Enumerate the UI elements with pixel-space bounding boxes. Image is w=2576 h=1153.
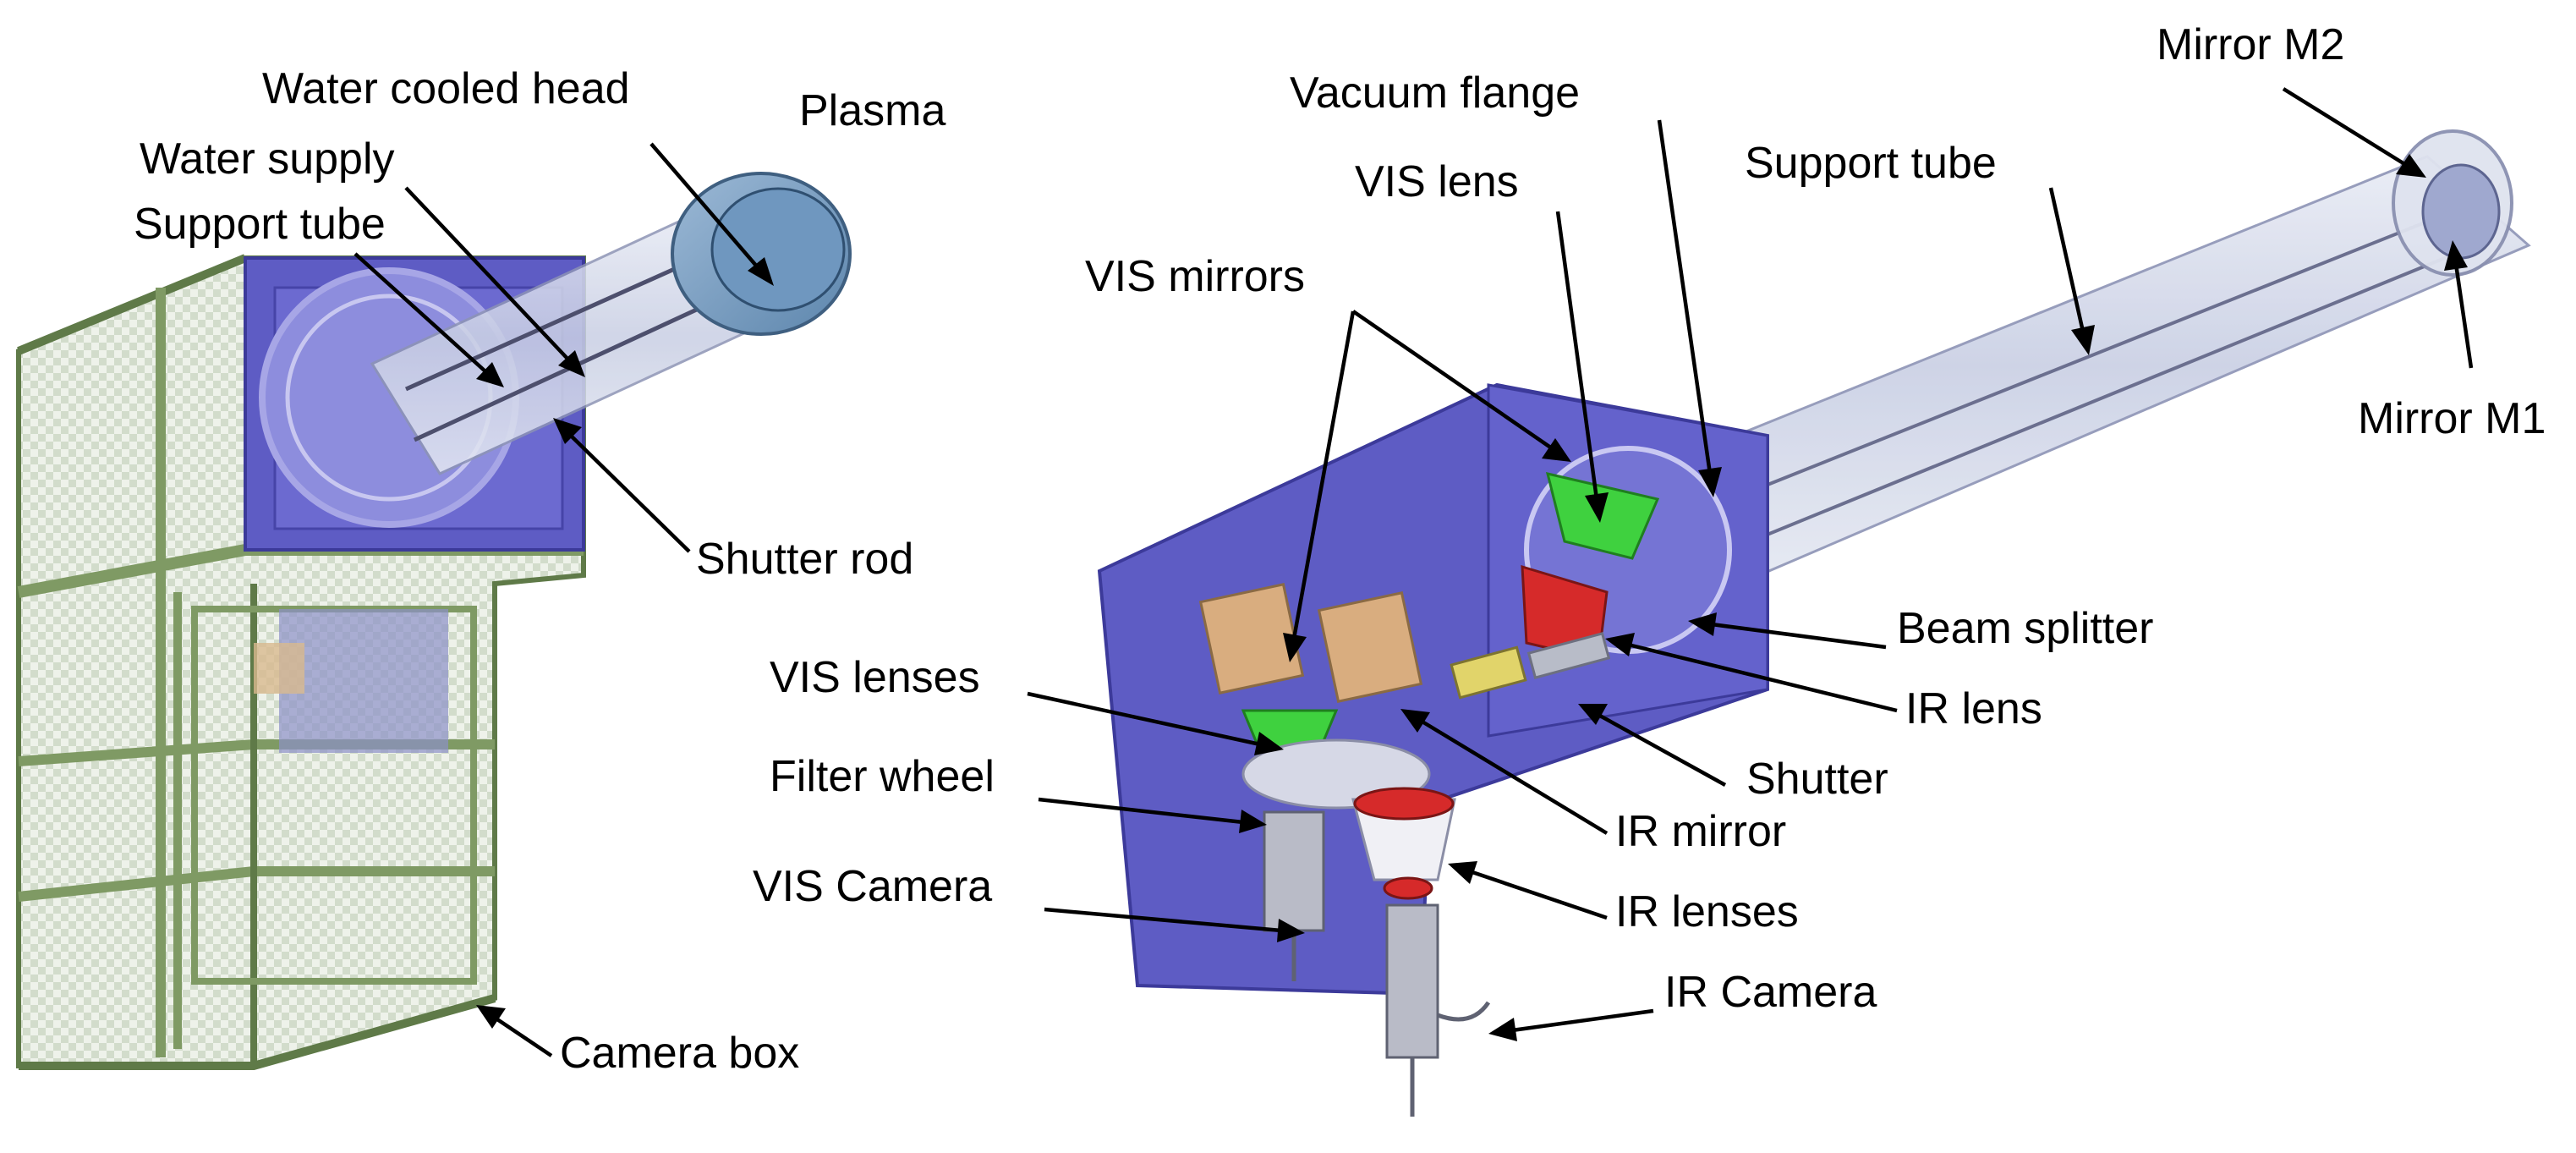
label-ir-lens: IR lens <box>1905 684 2042 733</box>
arrow-support-tube-right <box>2048 187 2095 355</box>
label-camera-box: Camera box <box>560 1029 799 1078</box>
ir-lenses-part <box>1353 787 1455 821</box>
label-shutter: Shutter <box>1746 755 1888 804</box>
arrow-support-tube-left <box>354 252 504 387</box>
arrow-vis-mirrors-2 <box>1283 310 1356 662</box>
label-mirror-m2: Mirror M2 <box>2157 20 2344 69</box>
label-vis-lens: VIS lens <box>1355 157 1519 206</box>
shutter-part <box>1450 645 1527 700</box>
label-vacuum-flange: Vacuum flange <box>1290 69 1580 118</box>
label-ir-lenses: IR lenses <box>1615 887 1799 936</box>
vis-lens-green <box>1545 471 1660 560</box>
arrow-mirror-m1 <box>2444 240 2474 369</box>
arrow-vis-lenses <box>1027 691 1284 755</box>
label-vis-lenses: VIS lenses <box>770 653 980 702</box>
right-assembly <box>1097 129 2531 1117</box>
arrow-mirror-m2 <box>2282 87 2426 178</box>
label-plasma: Plasma <box>799 86 945 135</box>
label-ir-mirror: IR mirror <box>1615 807 1786 856</box>
label-vis-mirrors: VIS mirrors <box>1085 252 1305 301</box>
arrow-water-supply <box>404 186 585 377</box>
arrow-ir-lenses <box>1448 861 1608 920</box>
arrow-filter-wheel <box>1038 797 1267 833</box>
labels-layer: Water cooled head Plasma Water supply Su… <box>134 20 2546 1078</box>
arrow-camera-box <box>476 1005 553 1057</box>
arrow-water-cooled-head <box>649 142 774 286</box>
label-support-tube-right: Support tube <box>1745 139 1997 188</box>
arrow-shutter <box>1578 704 1727 787</box>
arrow-vis-mirrors-1 <box>1351 310 1571 462</box>
left-assembly <box>16 172 852 1070</box>
label-water-cooled-head: Water cooled head <box>262 64 630 113</box>
label-vis-camera: VIS Camera <box>753 862 992 911</box>
label-filter-wheel: Filter wheel <box>770 752 995 801</box>
label-shutter-rod: Shutter rod <box>696 535 913 584</box>
arrow-ir-mirror <box>1400 709 1609 835</box>
label-support-tube-left: Support tube <box>134 200 386 249</box>
label-water-supply: Water supply <box>140 135 395 184</box>
shutter-shaft <box>1526 632 1611 679</box>
arrows-layer <box>354 87 2474 1057</box>
vis-mirror-block-1 <box>1198 583 1305 695</box>
left-support-tube <box>370 172 852 475</box>
label-mirror-m1: Mirror M1 <box>2358 394 2546 443</box>
vis-mirror-block-2 <box>1317 591 1423 703</box>
arrow-vis-lens <box>1555 211 1609 523</box>
arrow-vacuum-flange <box>1657 119 1722 497</box>
right-support-tube <box>1724 129 2531 578</box>
arrow-shutter-rod <box>553 418 691 553</box>
ir-camera-part <box>1385 903 1439 1059</box>
arrow-ir-lens <box>1605 633 1898 713</box>
arrow-ir-camera <box>1488 1008 1654 1041</box>
label-beam-splitter: Beam splitter <box>1897 604 2153 653</box>
arrow-vis-camera <box>1044 907 1305 942</box>
label-ir-camera: IR Camera <box>1664 968 1877 1017</box>
vis-camera-part <box>1263 810 1325 932</box>
arrow-beam-splitter <box>1688 612 1887 650</box>
